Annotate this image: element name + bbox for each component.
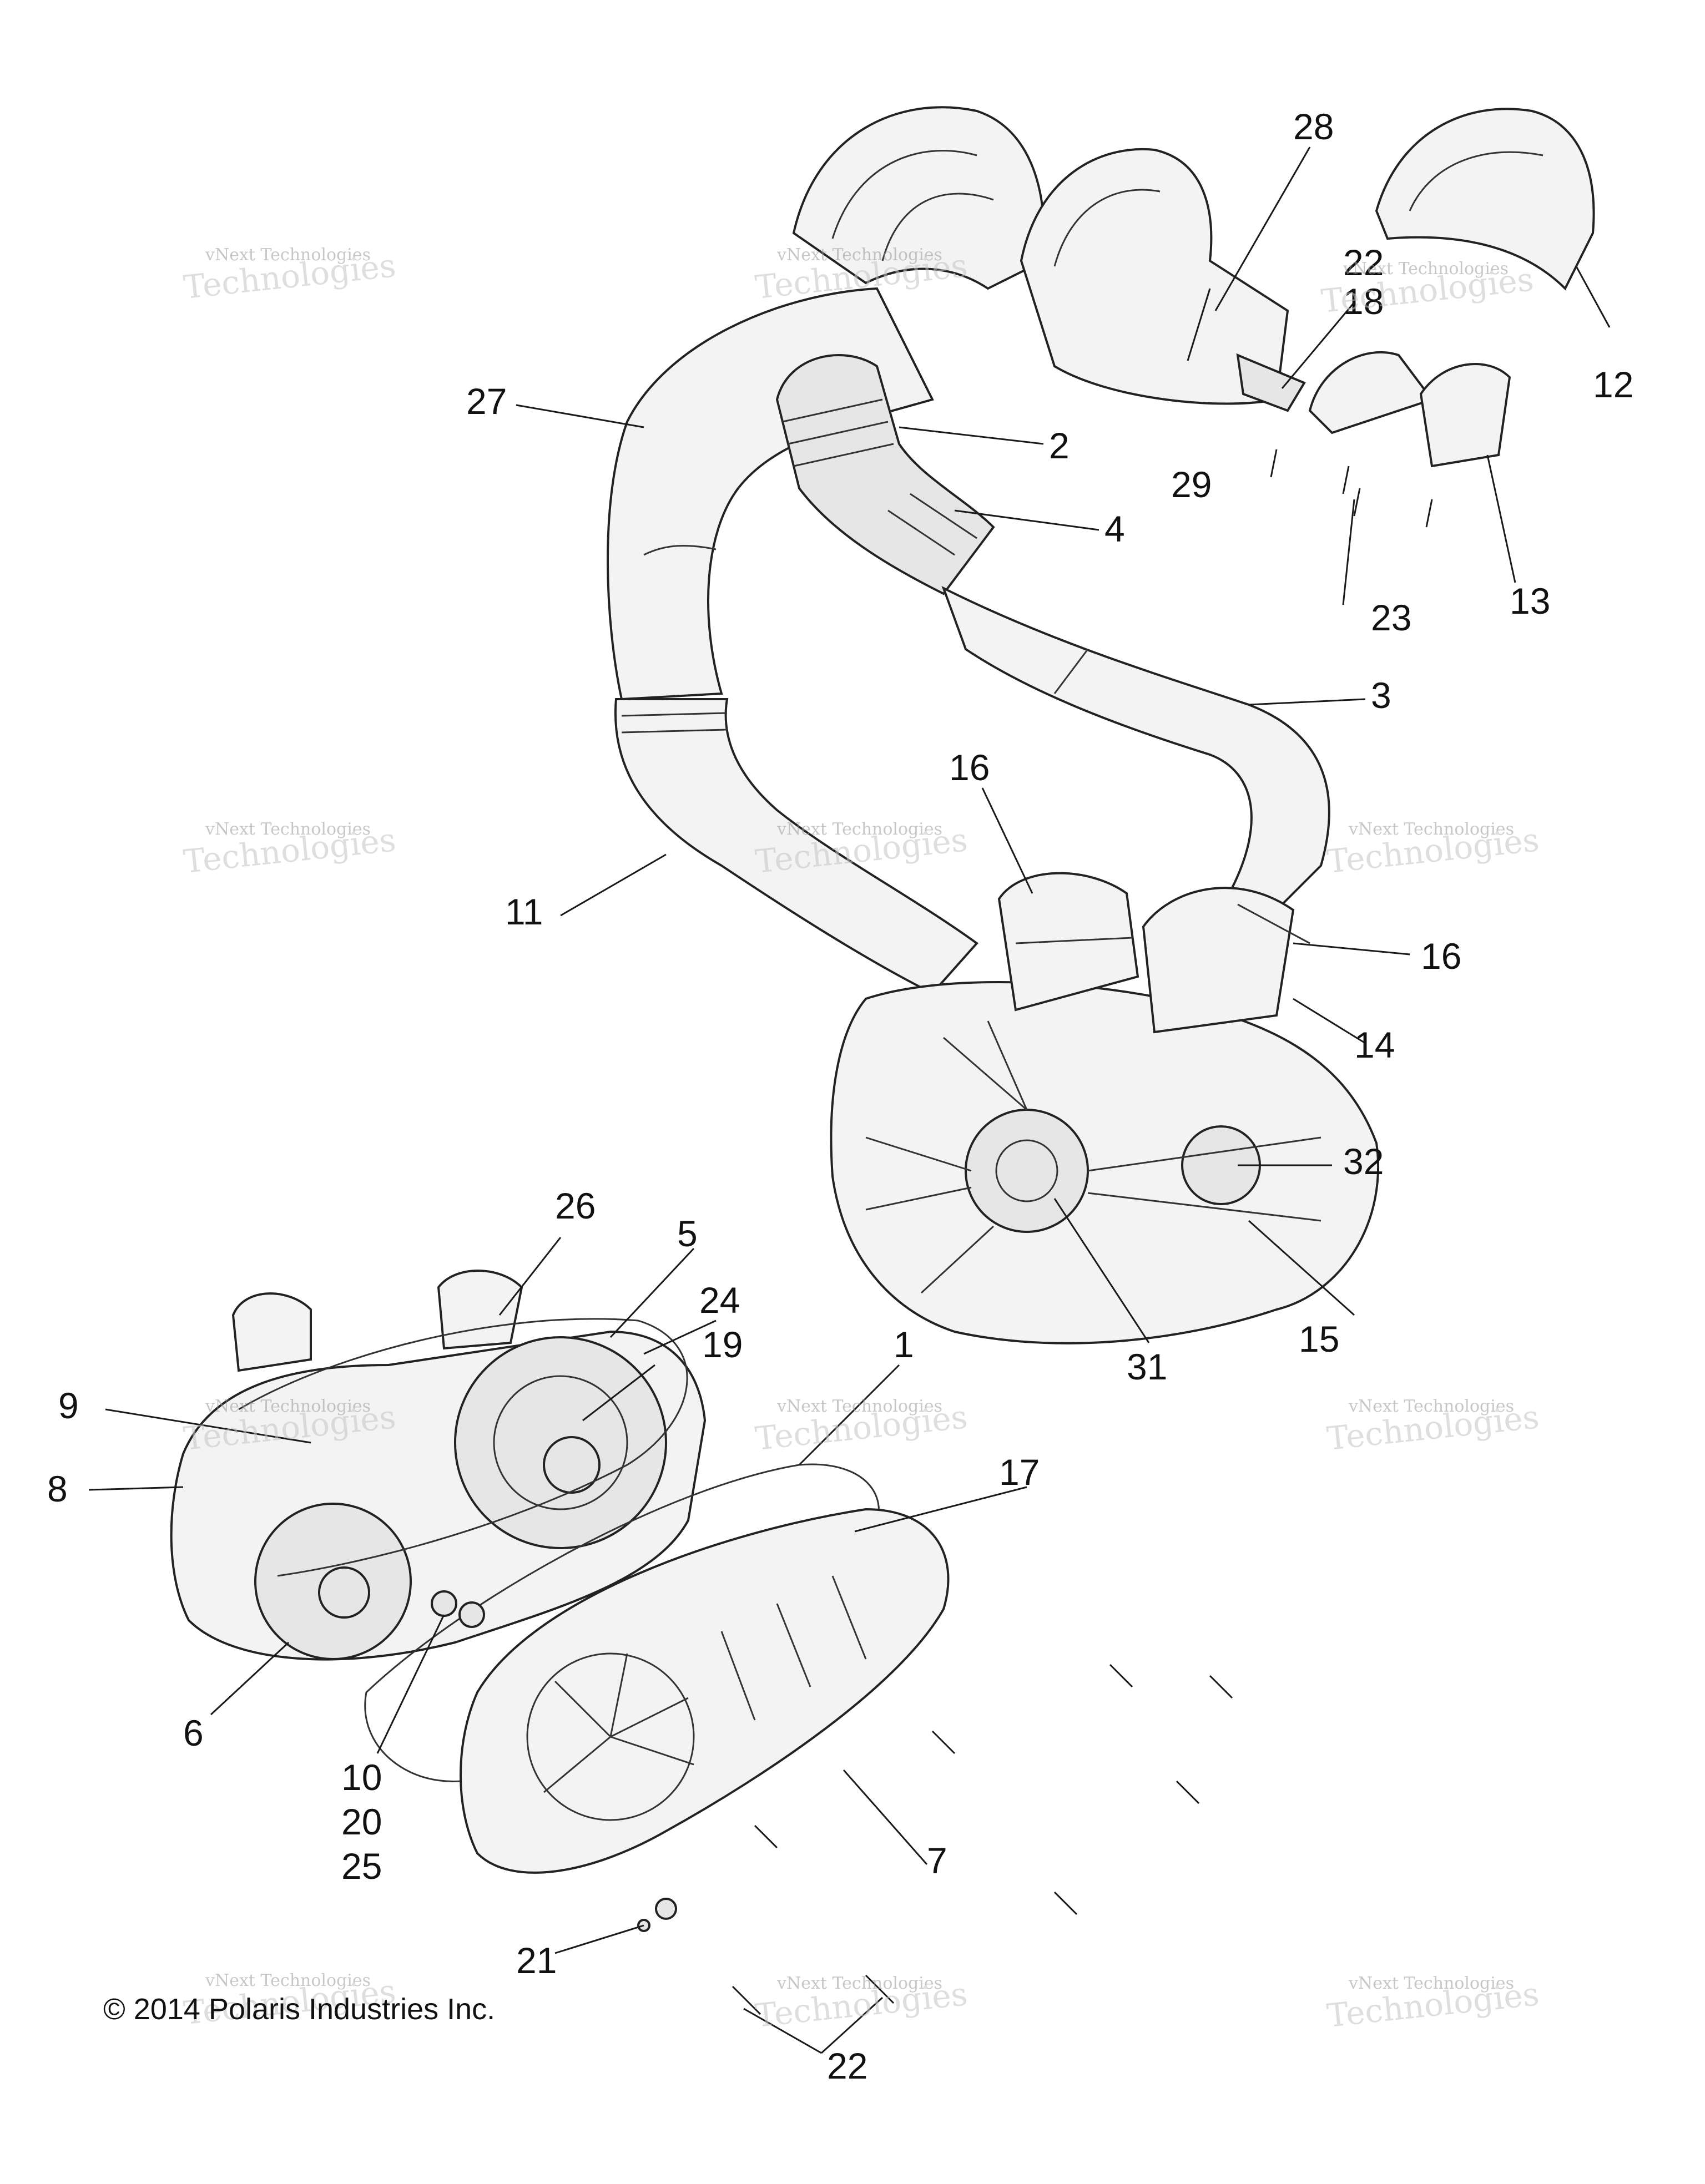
callout-4: 4	[1104, 508, 1125, 549]
callout-11: 11	[505, 891, 543, 932]
callout-2: 2	[1049, 425, 1070, 466]
callout-8: 8	[47, 1468, 68, 1509]
callout-13: 13	[1510, 580, 1551, 621]
callout-25: 25	[341, 1846, 382, 1887]
leader-lines	[88, 146, 1611, 2054]
callout-1: 1	[894, 1324, 914, 1365]
callout-12: 12	[1593, 364, 1634, 405]
screws-23	[1270, 449, 1433, 528]
callout-19: 19	[702, 1324, 743, 1365]
callout-31: 31	[1127, 1346, 1168, 1387]
bellows-2-4	[775, 354, 995, 595]
callout-30: 29	[1171, 464, 1212, 505]
callout-6: 6	[183, 1712, 204, 1753]
intake-elbow-left	[792, 106, 1046, 290]
duct-3	[941, 585, 1330, 912]
callout-9: 9	[58, 1385, 79, 1426]
intake-elbow-right	[1020, 148, 1306, 412]
callout-32: 32	[1343, 1141, 1384, 1182]
washer-10	[431, 1590, 457, 1617]
copyright-text: © 2014 Polaris Industries Inc.	[103, 1993, 496, 2026]
callout-10: 10	[341, 1757, 382, 1798]
bolts-22	[637, 1664, 1233, 2015]
callout-17: 17	[999, 1452, 1040, 1493]
callout-14: 14	[1354, 1024, 1395, 1065]
callout-18: 18	[1343, 281, 1384, 322]
callout-27: 26	[555, 1185, 596, 1226]
callout-16-top: 16	[949, 747, 990, 788]
callout-5: 5	[677, 1213, 698, 1254]
callout-21: 21	[516, 1940, 557, 1981]
callout-7: 7	[927, 1840, 947, 1881]
belt-26	[238, 1318, 688, 1577]
inlet-boot-16	[997, 872, 1310, 1034]
cover-13	[1308, 351, 1511, 468]
callout-28: 27	[466, 381, 507, 422]
washer-20	[458, 1601, 485, 1628]
outer-cover-7	[460, 1508, 950, 1874]
callout-29: 28	[1293, 106, 1334, 147]
callout-22: 22	[827, 2045, 868, 2086]
clutch-assembly	[170, 1270, 707, 1661]
callout-3: 3	[1371, 675, 1391, 716]
callout-15: 15	[1299, 1318, 1340, 1359]
housing-15	[830, 981, 1380, 1344]
callout-16-right: 16	[1421, 936, 1462, 977]
cover-12	[1375, 108, 1595, 291]
callout-23: 23	[1371, 597, 1412, 638]
callout-24: 22	[1343, 242, 1384, 283]
callout-20: 20	[341, 1801, 382, 1842]
callout-26: 24	[699, 1280, 740, 1321]
